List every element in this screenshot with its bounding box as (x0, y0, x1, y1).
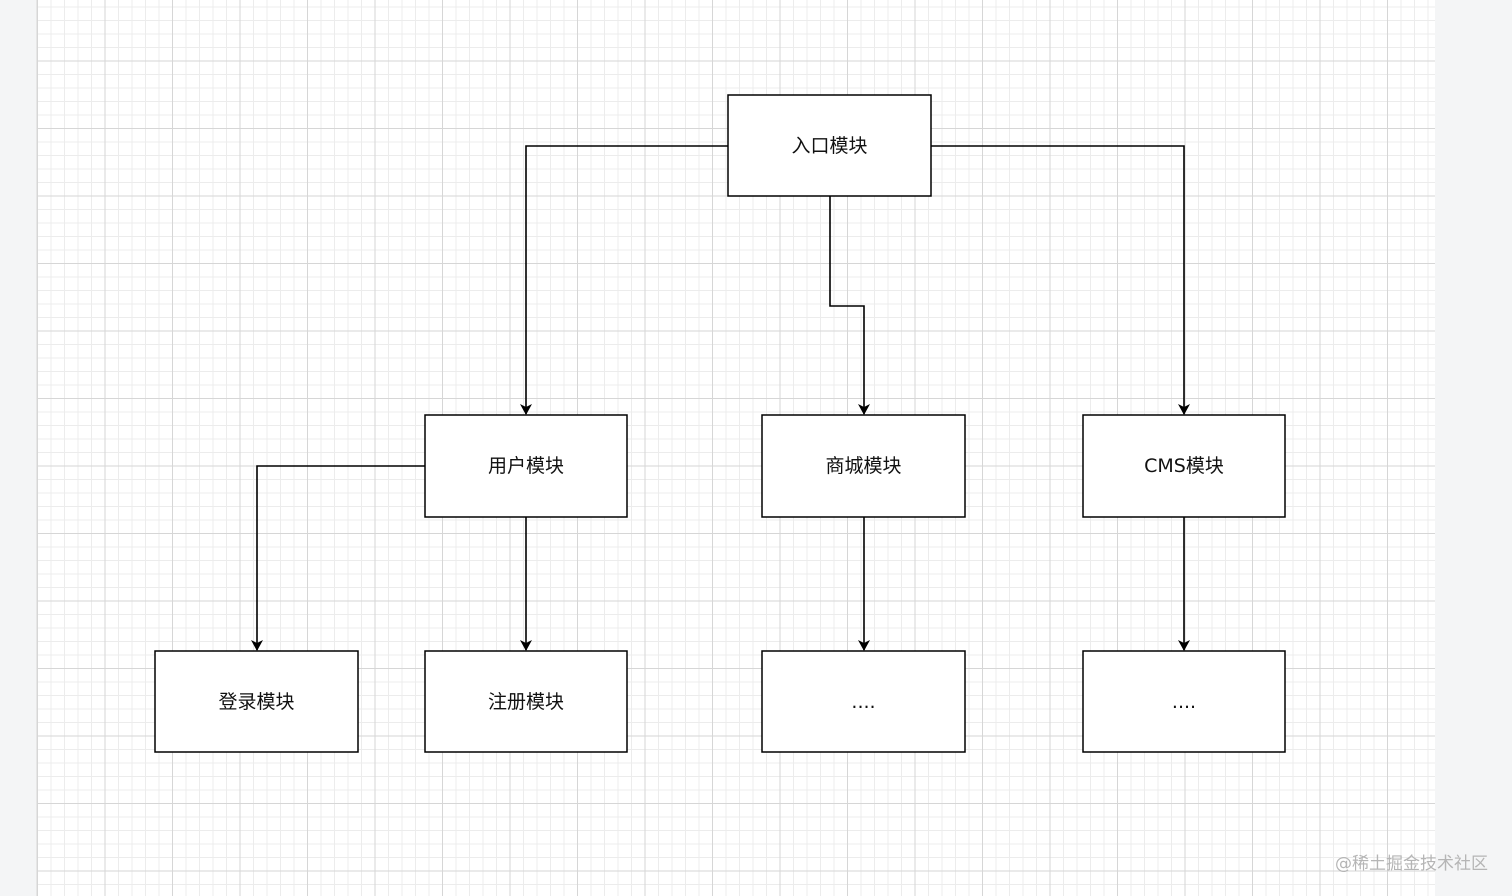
watermark: @稀土掘金技术社区 (1335, 854, 1488, 874)
node-label: CMS模块 (1144, 455, 1224, 477)
node-label: 注册模块 (488, 691, 564, 713)
edge-entry-cms[interactable] (931, 145, 1190, 415)
node-entry-module[interactable]: 入口模块 (727, 94, 932, 197)
node-label: 登录模块 (218, 691, 294, 713)
node-label: 入口模块 (791, 135, 867, 157)
node-cms-module[interactable]: CMS模块 (1082, 414, 1286, 518)
edge-entry-user[interactable] (520, 145, 728, 415)
node-label: .... (851, 691, 875, 713)
edge-user-login[interactable] (251, 465, 425, 651)
node-mall-module[interactable]: 商城模块 (761, 414, 966, 518)
node-cms-child[interactable]: .... (1082, 650, 1286, 753)
node-label: 商城模块 (825, 455, 901, 477)
node-label: .... (1172, 691, 1196, 713)
node-user-module[interactable]: 用户模块 (424, 414, 628, 518)
node-label: 用户模块 (488, 455, 564, 477)
node-login-module[interactable]: 登录模块 (154, 650, 359, 753)
node-mall-child[interactable]: .... (761, 650, 966, 753)
edge-entry-mall[interactable] (829, 196, 870, 415)
left-margin (0, 0, 36, 896)
right-margin (1435, 0, 1512, 896)
node-register-module[interactable]: 注册模块 (424, 650, 628, 753)
